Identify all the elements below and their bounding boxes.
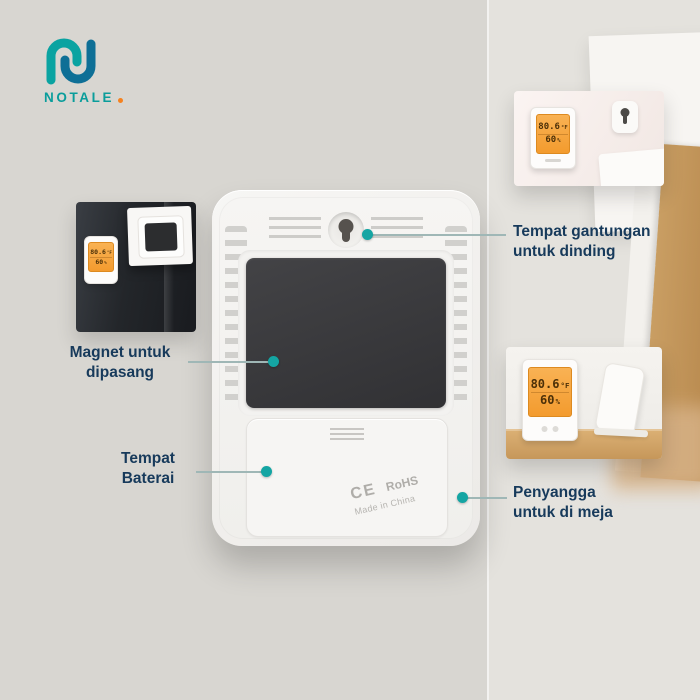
lcd-temp-value: 80.6 (90, 247, 106, 256)
device-button (541, 426, 548, 432)
brand-accent-dot (118, 97, 124, 103)
brand-row: NOTALE (44, 90, 162, 105)
lcd-hum-value: 60 (95, 257, 104, 266)
plate-slot (623, 114, 627, 124)
ce-mark: CE (348, 480, 379, 504)
mini-thermometer-desk: 80.6 °F 60 % (522, 359, 578, 441)
callout-label-stand: Penyangga untuk di meja (513, 484, 613, 522)
leader-line-stand (462, 497, 507, 499)
keyhole-hanger-mount (328, 212, 364, 248)
notale-logo: NOTALE (42, 36, 162, 105)
magnet-pad (246, 258, 446, 408)
lcd-hum-row: 60 % (540, 392, 560, 407)
rohs-mark: RoHS (384, 473, 420, 495)
lcd-hum-row: 60 % (95, 257, 107, 266)
lcd-hum-unit: % (557, 137, 561, 144)
lcd-temp-row: 80.6 °F (90, 247, 112, 258)
inset-photo-device (127, 205, 193, 267)
wall-shelf-detail (598, 147, 664, 186)
photo-wall-mount: 80.6 °F 60 % (514, 91, 664, 186)
inset-device-body (137, 215, 185, 259)
callout-dot-hanger (362, 229, 373, 240)
lcd-display: 80.6 °F 60 % (88, 242, 114, 272)
lcd-hum-unit: % (555, 396, 560, 406)
inset-device-screen (144, 222, 178, 252)
wall-keyhole-plate-icon (612, 101, 638, 133)
lcd-hum-value: 60 (545, 134, 557, 145)
leader-line-magnet (188, 361, 274, 363)
top-vents-right (371, 217, 423, 238)
keyhole-slot (342, 229, 350, 242)
callout-label-magnet: Magnet untuk dipasang (69, 344, 171, 382)
lcd-temp-value: 80.6 (538, 122, 560, 133)
photo-fridge-magnet: 80.6 °F 60 % (76, 202, 196, 332)
lcd-display: 80.6 °F 60 % (528, 367, 572, 417)
lcd-temp-row: 80.6 °F (530, 376, 570, 393)
device-back-view: CE RoHS Made in China (212, 190, 480, 546)
top-vents-left (269, 217, 321, 238)
lcd-hum-value: 60 (540, 392, 555, 407)
notale-logo-mark-icon (42, 36, 162, 86)
device-chin-detail (545, 159, 561, 162)
callout-dot-stand (457, 492, 468, 503)
lcd-temp-value: 80.6 (530, 376, 560, 391)
brand-text: NOTALE (44, 90, 115, 105)
callout-dot-magnet (268, 356, 279, 367)
leader-line-battery (196, 471, 267, 473)
lcd-temp-unit: °F (106, 249, 112, 255)
callout-dot-battery (261, 466, 272, 477)
certification-marks: CE RoHS Made in China (349, 464, 453, 517)
mini-thermometer-wall: 80.6 °F 60 % (530, 107, 576, 169)
lcd-temp-unit: °F (560, 380, 570, 390)
fridge-door-highlight (164, 202, 174, 332)
mini-thermometer-fridge: 80.6 °F 60 % (84, 236, 118, 284)
lcd-hum-row: 60 % (545, 134, 561, 145)
lcd-display: 80.6 °F 60 % (536, 114, 570, 154)
device-buttons (541, 426, 559, 432)
lcd-temp-unit: °F (560, 125, 568, 132)
stand-back-panel (594, 362, 646, 436)
battery-cover-grip (330, 428, 364, 441)
battery-compartment-cover: CE RoHS Made in China (246, 418, 448, 537)
plate-hole (620, 108, 630, 117)
lcd-temp-row: 80.6 °F (538, 122, 568, 135)
leader-line-hanger (368, 234, 506, 236)
device-button (552, 426, 559, 432)
photo-desk-stand: 80.6 °F 60 % (506, 347, 662, 459)
callout-label-hanger: Tempat gantungan untuk dinding (513, 223, 651, 261)
lcd-hum-unit: % (104, 259, 107, 265)
callout-label-battery: Tempat Baterai (121, 450, 175, 488)
